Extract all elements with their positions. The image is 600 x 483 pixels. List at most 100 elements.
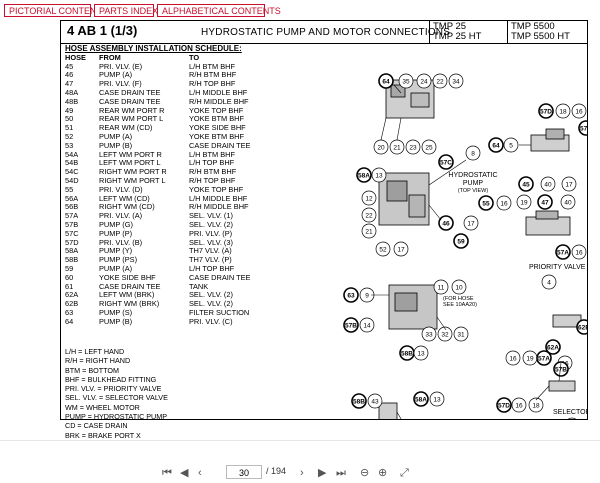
callout-label: 62A [547,345,559,352]
previous-page-icon[interactable]: ◀ [180,467,189,479]
callout-circle [429,391,445,407]
alphabetical-contents-link[interactable]: ALPHABETICAL CONTENTS [157,4,281,17]
to-cell: YOKE BTM BHF [189,114,245,124]
callout-circle [438,215,454,231]
callout-label: 52 [379,247,387,254]
callout-label: 13 [433,397,441,404]
callout-circle [393,241,409,257]
from-cell: REAR WM (CD) [99,123,153,133]
from-cell: PRI. VLV. (D) [99,184,143,194]
callout-label: 31 [457,332,465,339]
callout-circle [361,207,377,223]
pictorial-contents-link[interactable]: PICTORIAL CONTENTS [4,4,108,17]
callout-label: 16 [509,356,517,363]
leader-line [558,362,562,382]
diagram-text: (FOR HOSE [443,296,474,302]
callout-circle [367,393,383,409]
from-cell: RIGHT WM (CD) [99,202,155,212]
hose-cell: 54D [65,175,79,185]
callout-circle [432,73,448,89]
component-body [545,128,565,140]
callout-circle [555,103,571,119]
callout-label: 57B [555,367,567,374]
page-number-input[interactable]: 30 [226,465,262,479]
next-icon[interactable]: › [300,467,304,479]
callout-circle [538,103,554,119]
callout-label: 57B [345,323,357,330]
callout-circle [421,326,437,342]
to-cell: R/H TOP BHF [189,79,236,89]
hose-cell: 59 [65,263,74,273]
callout-circle [359,317,375,333]
callout-label: 62B [578,325,587,332]
page-title: HYDROSTATIC PUMP AND MOTOR CONNECTIONS [201,27,451,38]
from-cell: PRI. VLV. (E) [99,61,143,71]
callout-circle [536,350,552,366]
from-cell: PUMP (Y) [99,246,133,256]
next-page-icon[interactable]: ▶ [318,467,327,479]
hose-cell: 61 [65,281,74,291]
previous-icon[interactable]: ‹ [198,467,202,479]
to-cell: SEL. VLV. (2) [189,219,233,229]
first-page-icon[interactable]: ⏮ [162,467,172,479]
callout-circle [453,326,469,342]
zoom-out-icon[interactable]: ⊖ [360,467,370,479]
legend-line: WM = WHEEL MOTOR [65,402,140,412]
callout-label: 32 [441,332,449,339]
hose-cell: 49 [65,105,74,115]
callout-label: 10 [455,285,463,292]
hose-cell: 48A [65,87,79,97]
diagram-text: HYDROSTATIC [448,172,497,179]
fullscreen-icon[interactable]: ⤢ [400,467,409,479]
to-cell: R/H MIDDLE BHF [189,202,249,212]
callout-circle [351,393,367,409]
to-cell: L/H BTM BHF [189,61,235,71]
callout-circle [343,317,359,333]
legend-line: BRK = BRAKE PORT X [65,430,141,440]
callout-label: 21 [365,229,373,236]
to-cell: L/H TOP BHF [189,263,235,273]
hose-cell: 57B [65,219,79,229]
to-cell: TH7 VLV. (P) [189,255,232,265]
legend-line: L/H = LEFT HAND [65,347,125,356]
from-cell: PUMP (P) [99,228,133,238]
callout-circle [560,194,576,210]
callout-circle [561,176,577,192]
callout-label: 16 [500,201,508,208]
callout-label: 4 [547,280,551,287]
hose-cell: 54C [65,167,79,177]
diagram-text: (TOP VIEW) [458,188,489,194]
callout-circle [413,345,429,361]
callout-label: 5 [509,143,513,150]
hose-cell: 54B [65,158,79,168]
from-cell: PUMP (A) [99,263,133,273]
parts-index-link[interactable]: PARTS INDEX [94,4,158,17]
callout-label: 47 [541,200,549,207]
hose-schedule: HOSE ASSEMBLY INSTALLATION SCHEDULE: HOS… [65,44,325,327]
top-navigation: PICTORIAL CONTENTS PARTS INDEX ALPHABETI… [0,0,600,20]
from-cell: PRI. VLV. (F) [99,79,142,89]
callout-circle [537,194,553,210]
from-cell: PRI. VLV. (B) [99,237,143,247]
hose-cell: 55 [65,184,74,194]
last-page-icon[interactable]: ⏭ [336,467,346,479]
hose-cell: 50 [65,114,74,124]
sheet-header: 4 AB 1 (1/3) HYDROSTATIC PUMP AND MOTOR … [61,21,587,44]
callout-label: 25 [425,145,433,152]
to-cell: R/H MIDDLE BHF [189,96,249,106]
from-cell: LEFT WM PORT L [99,158,161,168]
schedule-title: HOSE ASSEMBLY INSTALLATION SCHEDULE: [65,44,242,53]
zoom-in-icon[interactable]: ⊕ [378,467,388,479]
from-cell: REAR WM PORT R [99,105,165,115]
